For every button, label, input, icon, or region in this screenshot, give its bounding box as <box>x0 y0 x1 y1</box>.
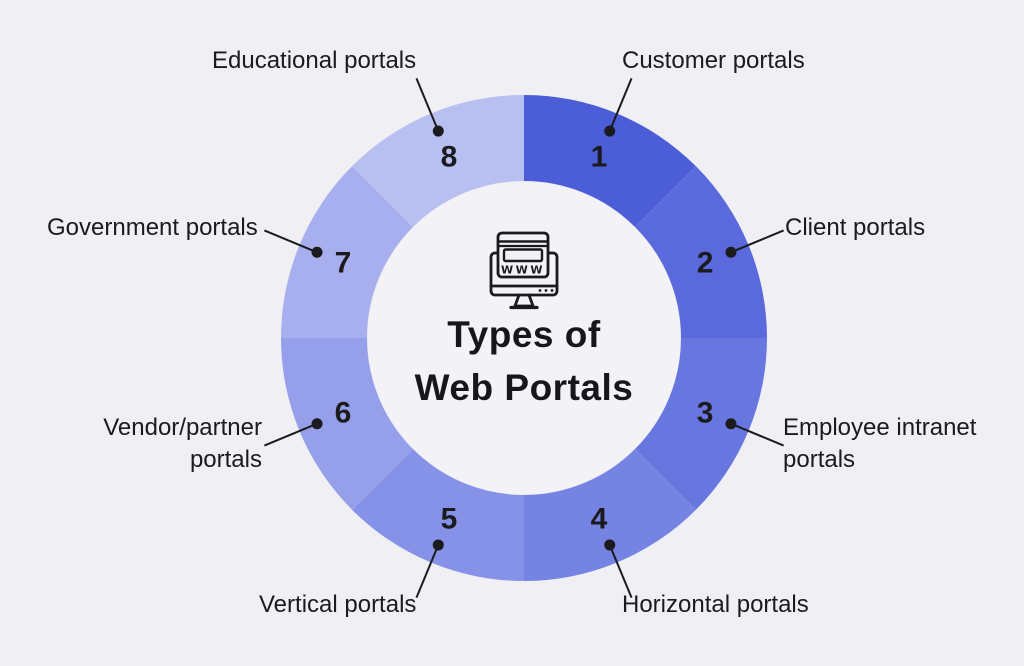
diagram-title-line1: Types of <box>447 314 601 355</box>
monitor-browser-www-icon: WWW <box>489 231 559 310</box>
segment-number-4: 4 <box>591 503 608 536</box>
diagram-title: Types of Web Portals <box>415 308 634 414</box>
browser-address-bar <box>502 248 544 263</box>
monitor-dot <box>544 289 548 292</box>
leader-line-4 <box>608 544 633 598</box>
leader-dot-4 <box>604 539 616 551</box>
browser-window <box>496 231 550 279</box>
leader-line-7 <box>264 229 318 254</box>
donut-segment-7 <box>281 166 413 338</box>
donut-segment-8 <box>352 95 524 227</box>
leader-dot-7 <box>311 246 323 258</box>
donut-inner-circle <box>368 182 680 494</box>
leader-line-8 <box>415 78 440 132</box>
label-government-portals: Government portals <box>47 214 258 241</box>
monitor-dot <box>550 289 554 292</box>
donut-segment-3 <box>635 338 767 510</box>
monitor-dot <box>538 289 542 292</box>
segment-number-1: 1 <box>591 140 608 173</box>
segment-number-3: 3 <box>697 397 714 430</box>
leader-dot-2 <box>725 246 737 258</box>
donut-segment-5 <box>352 449 524 581</box>
leader-dot-1 <box>604 125 616 137</box>
leader-dot-8 <box>432 125 444 137</box>
leader-line-5 <box>415 544 440 598</box>
label-vertical-portals: Vertical portals <box>259 591 417 618</box>
leader-line-2 <box>730 229 784 254</box>
segment-number-8: 8 <box>441 140 458 173</box>
label-employee-intranet-portals: Employee intranet portals <box>783 414 977 473</box>
segment-number-5: 5 <box>441 503 458 536</box>
donut-segment-1 <box>524 95 696 227</box>
label-educational-portals: Educational portals <box>212 47 417 74</box>
label-customer-portals: Customer portals <box>622 47 805 74</box>
leader-line-6 <box>264 422 318 447</box>
label-horizontal-portals: Horizontal portals <box>622 591 809 618</box>
browser-www-text: WWW <box>501 264 545 277</box>
leader-dot-3 <box>725 418 737 430</box>
label-client-portals: Client portals <box>785 214 926 241</box>
segment-number-2: 2 <box>697 246 714 279</box>
label-vendor-partner-portals: Vendor/partner portals <box>103 414 262 473</box>
donut-segment-6 <box>281 338 413 510</box>
monitor-stand <box>513 293 535 308</box>
leader-dot-6 <box>311 418 323 430</box>
leader-line-3 <box>730 422 784 447</box>
leader-dot-5 <box>432 539 444 551</box>
diagram-title-line2: Web Portals <box>414 367 634 408</box>
donut-segment-4 <box>524 449 696 581</box>
segment-number-7: 7 <box>335 246 352 279</box>
leader-line-1 <box>608 78 633 132</box>
segment-number-6: 6 <box>335 397 352 430</box>
donut-segment-2 <box>635 166 767 338</box>
